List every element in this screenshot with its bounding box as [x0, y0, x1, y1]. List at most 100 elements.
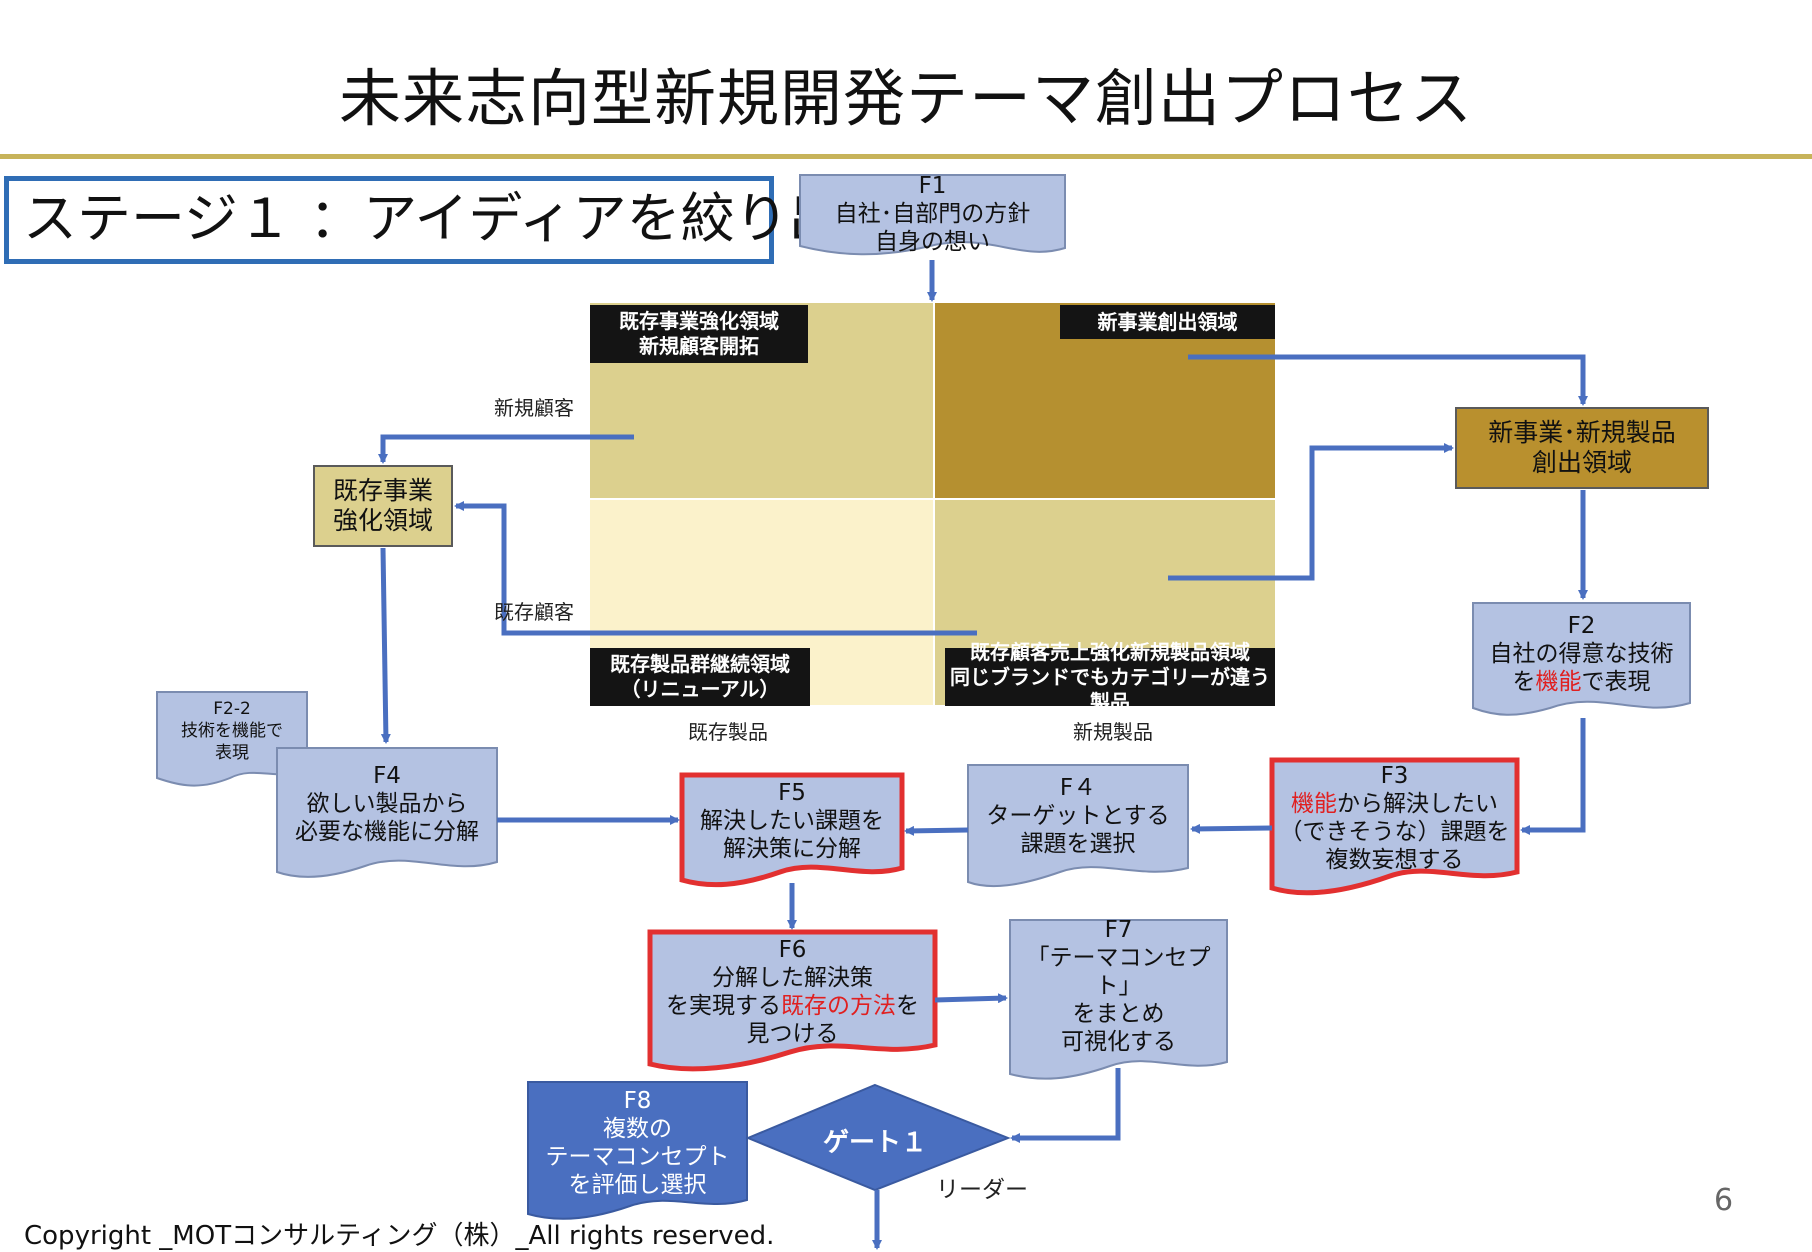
stage-heading: ステージ１ ：アイディアを絞り出す: [4, 176, 897, 264]
node-new-biz-line2: 創出領域: [1531, 448, 1632, 477]
arrow-newcust-existing: [378, 434, 634, 464]
node-f7: F7 「テーマコンセプト」 をまとめ 可視化する: [1010, 917, 1227, 1055]
node-f7-line1: 「テーマコンセプト」: [1026, 945, 1211, 999]
node-f2-2-line2: 表現: [215, 743, 249, 763]
f4-left-shape: [276, 747, 498, 878]
f3-shape: [1269, 757, 1520, 896]
node-f6: F6 分解した解決策 を実現する既存の方法を 見つける: [652, 934, 933, 1050]
arrow-f6-f7: [934, 993, 1008, 1004]
f7-shape: [1009, 919, 1228, 1080]
node-f4-right-line1: ターゲットとする: [986, 803, 1170, 829]
node-f3-line1-highlight: 機能: [1291, 791, 1337, 817]
node-f2-2-line1: 技術を機能で: [181, 721, 283, 741]
node-f2-line2-post: で表現: [1581, 669, 1651, 695]
copyright: Copyright _MOTコンサルティング（株）_All rights res…: [24, 1221, 775, 1251]
node-f2: F2 自社の得意な技術 を機能で表現: [1473, 608, 1690, 700]
node-f3: F3 機能から解決したい （できそうな）課題を 複数妄想する: [1274, 762, 1515, 874]
node-new-biz-line1: 新事業･新規製品: [1488, 418, 1676, 447]
f6-shape: [647, 929, 938, 1072]
node-f6-line1: 分解した解決策: [712, 965, 873, 991]
label-q-top-left-line1: 既存事業強化領域: [619, 309, 779, 333]
arrow-f7-gate: [1010, 1068, 1121, 1143]
f8-shape: [527, 1081, 748, 1220]
node-f6-line2-pre: を実現する: [666, 993, 781, 1019]
node-f8-line2: テーマコンセプト: [545, 1144, 730, 1170]
label-q-bottom-left: 既存製品群継続領域 （リニューアル）: [590, 648, 810, 706]
title-rule: [0, 154, 1812, 159]
label-q-top-left-line2: 新規顧客開拓: [639, 334, 759, 358]
label-q-bottom-right-line2: 同じブランドでもカテゴリーが違う製品: [950, 664, 1270, 714]
node-f8-line1: 複数の: [603, 1116, 672, 1142]
node-existing-biz-line2: 強化領域: [332, 506, 433, 535]
node-f6-line3: 見つける: [746, 1021, 839, 1047]
node-f4-right-line2: 課題を選択: [1020, 831, 1136, 857]
arrow-newbiz-in: [1188, 354, 1588, 406]
node-f5-line2: 解決策に分解: [723, 836, 861, 862]
gate-label: ゲート１: [822, 1128, 927, 1158]
node-f1-line2: 自身の想い: [875, 229, 990, 255]
axis-label-existing-customer: 既存顧客: [494, 600, 574, 624]
label-q-bottom-right-line1: 既存顧客売上強化新規製品領域: [970, 639, 1250, 664]
f5-shape: [679, 772, 905, 888]
node-f7-id: F7: [1104, 917, 1133, 943]
node-f5-line1: 解決したい課題を: [700, 808, 884, 834]
node-f8-line3: を評価し選択: [568, 1172, 707, 1198]
label-q-bottom-left-line1: 既存製品群継続領域: [610, 652, 790, 676]
label-q-top-left: 既存事業強化領域 新規顧客開拓: [590, 305, 808, 363]
node-f3-line1: 機能から解決したい: [1291, 790, 1498, 818]
node-f2-line2: を機能で表現: [1513, 668, 1651, 696]
axis-label-new-customer: 新規顧客: [494, 396, 574, 420]
arrow-f2-f3: [1520, 718, 1586, 835]
page-title: 未来志向型新規開発テーマ創出プロセス: [338, 62, 1473, 135]
node-f3-line1-post: から解決したい: [1337, 791, 1498, 817]
node-f3-line3: 複数妄想する: [1325, 847, 1464, 873]
node-f2-line1: 自社の得意な技術: [1489, 641, 1674, 667]
page-number: 6: [1714, 1183, 1734, 1218]
axis-label-existing-product: 既存製品: [688, 720, 768, 744]
node-f3-id: F3: [1380, 763, 1409, 789]
node-f1-line1: 自社･自部門の方針: [834, 201, 1031, 227]
node-f7-line3: 可視化する: [1061, 1029, 1176, 1055]
node-f4-left-line2: 必要な機能に分解: [295, 819, 479, 845]
label-q-top-right: 新事業創出領域: [1060, 305, 1275, 339]
leader-label: リーダー: [936, 1177, 1028, 1203]
node-existing-biz-line1: 既存事業: [332, 476, 433, 505]
node-f2-id: F2: [1567, 613, 1596, 639]
node-f2-line2-pre: を: [1512, 669, 1536, 695]
node-f4-left: F4 欲しい製品から 必要な機能に分解: [277, 758, 497, 850]
arrow-existcust-existing: [454, 501, 977, 636]
existing-biz-shape: [313, 465, 453, 547]
node-f8: F8 複数の テーマコンセプト を評価し選択: [528, 1084, 747, 1202]
node-f6-line2-post: を: [896, 993, 919, 1019]
f4-right-shape: [967, 764, 1189, 888]
node-existing-biz: 既存事業 強化領域: [314, 466, 452, 546]
arrow-f3-f4right: [1190, 823, 1273, 834]
label-q-bottom-right: 既存顧客売上強化新規製品領域 同じブランドでもカテゴリーが違う製品: [945, 640, 1275, 714]
node-f6-line2: を実現する既存の方法を: [666, 992, 919, 1020]
node-f6-id: F6: [778, 937, 807, 963]
node-f7-line2: をまとめ: [1072, 1001, 1165, 1027]
f1-shape: [799, 174, 1066, 256]
node-f1-id: F1: [918, 173, 947, 199]
node-f5-id: F5: [778, 780, 806, 806]
node-f3-line2: （できそうな）課題を: [1279, 819, 1510, 845]
new-biz-shape: [1455, 407, 1709, 489]
node-f4-right-id: F４: [1059, 775, 1097, 801]
node-f4-left-line1: 欲しい製品から: [306, 791, 468, 817]
node-f1: F1 自社･自部門の方針 自身の想い: [800, 173, 1065, 255]
arrow-existing-f4: [380, 547, 391, 744]
node-f4-left-id: F4: [373, 763, 401, 789]
arrow-existing-new-to-newbiz: [1168, 443, 1454, 581]
f2-shape: [1472, 602, 1691, 716]
node-f2-2-id: F2-2: [213, 699, 251, 719]
connectors: [378, 260, 1588, 1250]
node-f2-2: F2-2 技術を機能で 表現: [157, 695, 307, 767]
node-f5: F5 解決したい課題を 解決策に分解: [684, 778, 900, 864]
node-new-biz: 新事業･新規製品 創出領域: [1456, 408, 1708, 488]
node-f4-right: F４ ターゲットとする 課題を選択: [968, 770, 1188, 862]
axis-label-new-product: 新規製品: [1073, 720, 1153, 744]
node-f6-line2-highlight: 既存の方法: [781, 993, 896, 1019]
node-f8-id: F8: [623, 1088, 652, 1114]
label-q-bottom-left-line2: （リニューアル）: [620, 677, 780, 701]
